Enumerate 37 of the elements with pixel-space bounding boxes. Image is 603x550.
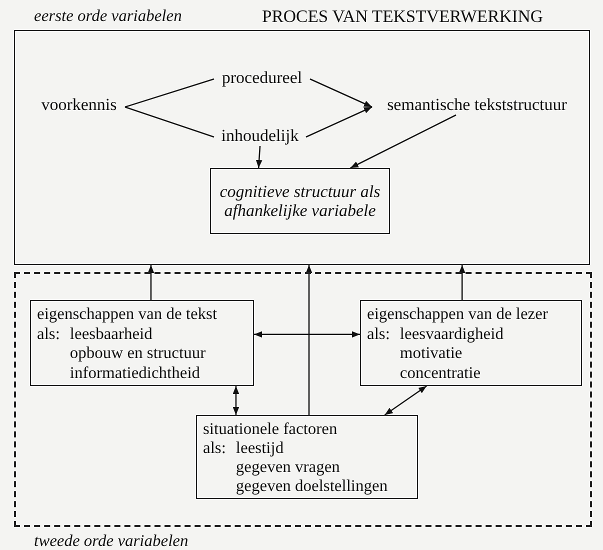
- box-heading: eigenschappen van de tekst: [37, 304, 218, 324]
- arrow: [256, 146, 262, 168]
- diagram-title: PROCES VAN TEKSTVERWERKING: [262, 6, 544, 26]
- list-item: leestijd: [236, 438, 285, 457]
- box-heading: situationele factoren: [203, 419, 338, 438]
- arrow: [310, 78, 372, 108]
- list-item: motivatie: [400, 343, 464, 362]
- list-item: gegeven vragen: [236, 457, 341, 476]
- arrow: [384, 385, 427, 416]
- outcome-box: [210, 168, 390, 234]
- arrow: [254, 331, 360, 338]
- list-item: gegeven doelstellingen: [236, 476, 389, 495]
- list-prefix: als:: [203, 438, 226, 457]
- factor-box: [30, 300, 254, 386]
- arrow: [232, 386, 240, 415]
- term-label: procedureel: [214, 68, 310, 88]
- term-label: inhoudelijk: [214, 126, 306, 146]
- panel-heading: tweede orde variabelen: [34, 531, 188, 550]
- arrow: [350, 114, 456, 169]
- arrow: [306, 106, 372, 138]
- term-label: voorkennis: [33, 95, 125, 115]
- list-item: leesbaarheid: [70, 324, 154, 343]
- arrow: [306, 265, 312, 415]
- box-heading: eigenschappen van de lezer: [367, 304, 549, 324]
- list-prefix: als:: [37, 324, 60, 343]
- list-item: informatiedichtheid: [70, 362, 202, 382]
- arrow: [458, 265, 466, 300]
- term-label: semantische tekststructuur: [372, 95, 582, 115]
- factor-box: [196, 415, 418, 499]
- list-item: concentratie: [400, 362, 482, 382]
- arrow: [148, 265, 154, 300]
- list-prefix: als:: [367, 324, 390, 343]
- box-text: cognitieve structuur als afhankelijke variabele: [219, 182, 381, 220]
- panel-heading: eerste orde variabelen: [34, 6, 182, 26]
- factor-box: [360, 300, 582, 386]
- list-item: opbouw en structuur: [70, 343, 207, 362]
- list-item: leesvaardigheid: [400, 324, 504, 343]
